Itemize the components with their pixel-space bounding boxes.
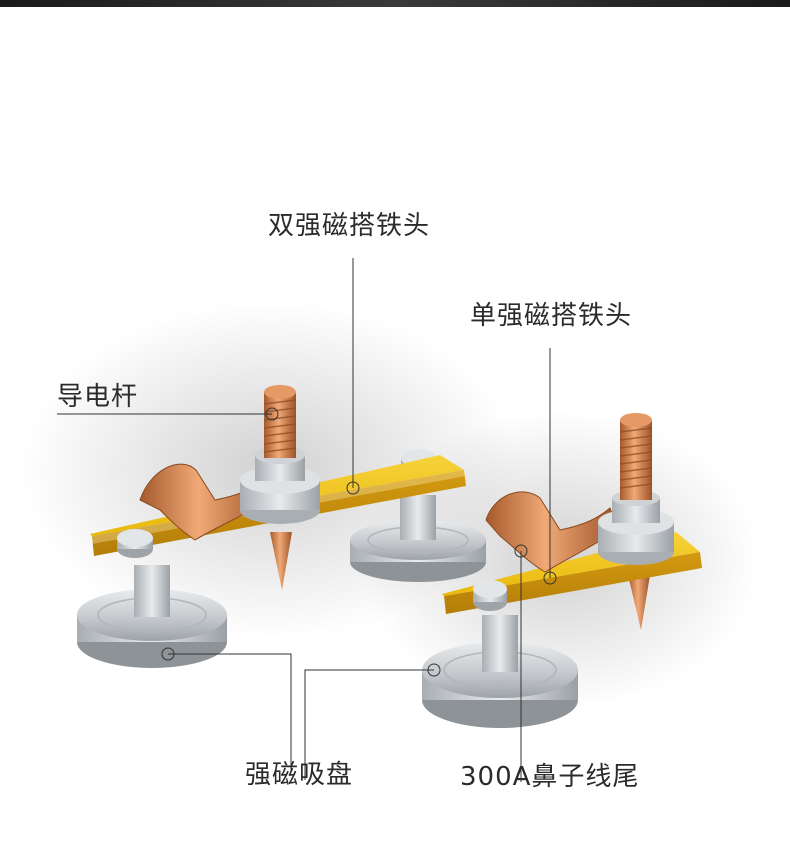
hex-nut [598,490,674,565]
callout-marker [161,647,175,661]
top-border-bar [0,0,790,7]
conductive-rod [263,385,297,458]
plate-bolt [117,529,153,558]
label-magnet-base: 强磁吸盘 [245,760,354,790]
plate-bolt [473,580,507,611]
callout-marker [543,571,557,585]
label-double-magnet-head: 双强磁搭铁头 [268,211,431,241]
label-conductive-rod: 导电杆 [57,382,139,412]
conductive-rod [619,413,653,500]
copper-tip [270,532,292,590]
magnet-base-back [350,495,486,582]
callout-line-lug [304,669,434,780]
callout-line-magnet [168,653,292,770]
callout-marker [427,663,441,677]
magnet-base-front [77,565,227,668]
magnet-base-single [422,615,578,728]
label-cable-lug: 300A鼻子线尾 [460,762,640,792]
callout-marker [346,481,360,495]
label-single-magnet-head: 单强磁搭铁头 [470,301,633,331]
callout-marker [265,407,279,421]
callout-marker [514,544,528,558]
copper-tip [628,575,650,630]
